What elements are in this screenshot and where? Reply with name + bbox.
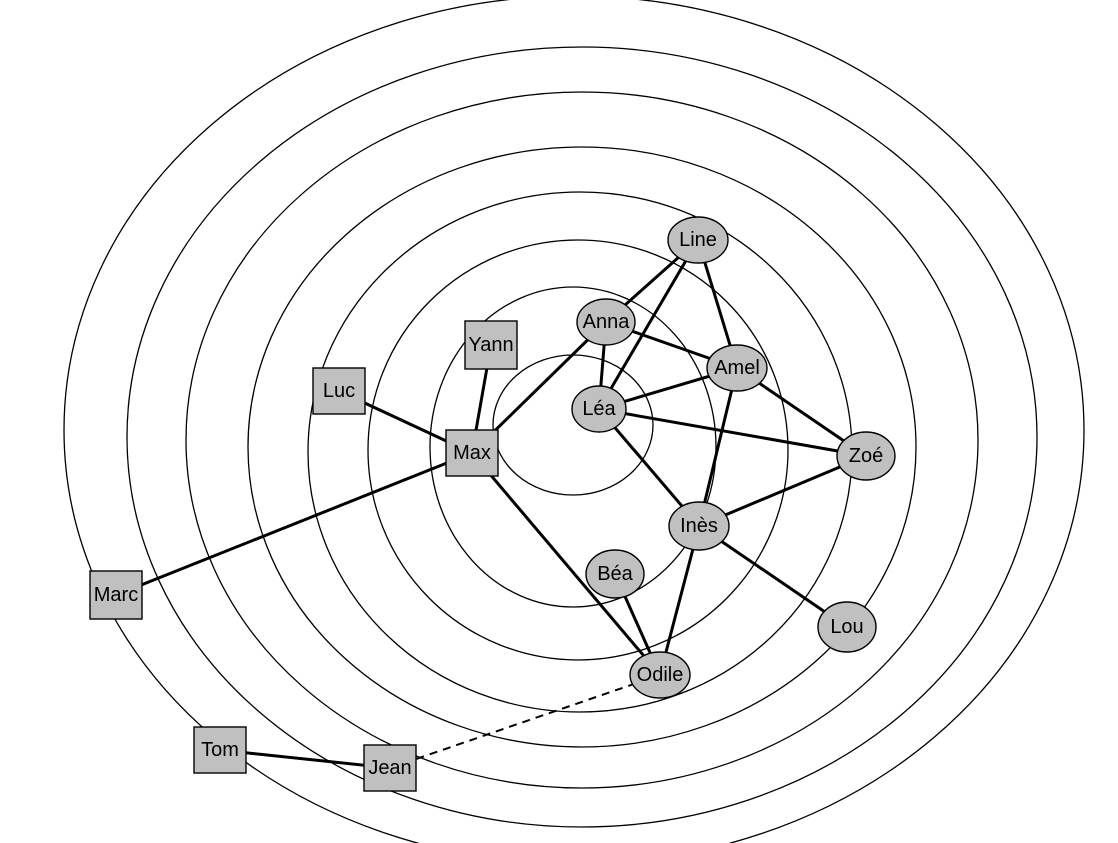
node-tom: Tom xyxy=(193,726,247,774)
node-square xyxy=(89,570,143,620)
node-circle xyxy=(836,431,896,481)
node-marc: Marc xyxy=(89,570,143,620)
concentric-rings xyxy=(63,0,1085,843)
edge-tom-jean xyxy=(219,748,391,770)
node-line: Line xyxy=(667,216,729,264)
node-label: Yann xyxy=(468,334,513,356)
node-yann: Yann xyxy=(464,320,518,370)
node-square xyxy=(312,367,366,415)
node-ines: Inès xyxy=(668,501,730,551)
ring-5 xyxy=(247,146,917,748)
node-label: Zoé xyxy=(849,445,883,467)
edge-zoe-ines xyxy=(698,454,867,528)
ring-8 xyxy=(63,0,1085,843)
node-circle xyxy=(706,344,768,392)
ring-1 xyxy=(492,354,654,496)
ring-4 xyxy=(307,191,853,713)
edge-line-lea xyxy=(597,239,700,410)
node-label: Inès xyxy=(680,515,718,537)
node-circle xyxy=(576,298,636,346)
node-label: Béa xyxy=(597,563,633,585)
edge-max-marc xyxy=(115,451,473,597)
node-zoe: Zoé xyxy=(836,431,896,481)
edge-max-odile xyxy=(470,452,662,676)
node-circle xyxy=(571,385,627,433)
node-circle xyxy=(629,651,691,699)
node-label: Marc xyxy=(94,584,138,606)
node-label: Tom xyxy=(201,739,239,761)
edge-jean-odile xyxy=(389,674,661,769)
node-bea: Béa xyxy=(585,549,645,599)
ring-2 xyxy=(429,286,717,608)
node-jean: Jean xyxy=(363,744,417,792)
node-label: Line xyxy=(679,229,717,251)
node-label: Amel xyxy=(714,357,760,379)
node-circle xyxy=(667,216,729,264)
node-label: Anna xyxy=(583,311,631,333)
node-label: Max xyxy=(453,442,491,464)
node-square xyxy=(464,320,518,370)
edge-ines-odile xyxy=(658,525,701,676)
ring-3 xyxy=(367,239,789,661)
node-circle xyxy=(817,601,877,653)
node-lea: Léa xyxy=(571,385,627,433)
node-luc: Luc xyxy=(312,367,366,415)
node-odile: Odile xyxy=(629,651,691,699)
node-amel: Amel xyxy=(706,344,768,392)
node-label: Odile xyxy=(637,664,684,686)
ring-7 xyxy=(126,46,1038,828)
edge-lea-zoe xyxy=(598,407,867,458)
node-square xyxy=(193,726,247,774)
node-label: Luc xyxy=(323,380,355,402)
node-square xyxy=(445,429,499,477)
node-lou: Lou xyxy=(817,601,877,653)
node-label: Lou xyxy=(830,616,863,638)
node-label: Jean xyxy=(368,757,411,779)
edge-amel-ines xyxy=(697,367,739,527)
node-square xyxy=(363,744,417,792)
node-circle xyxy=(668,501,730,551)
edges xyxy=(115,238,867,770)
node-label: Léa xyxy=(582,398,616,420)
ring-6 xyxy=(185,91,979,789)
node-circle xyxy=(585,549,645,599)
edge-ines-lou xyxy=(698,524,848,629)
node-anna: Anna xyxy=(576,298,636,346)
node-max: Max xyxy=(445,429,499,477)
